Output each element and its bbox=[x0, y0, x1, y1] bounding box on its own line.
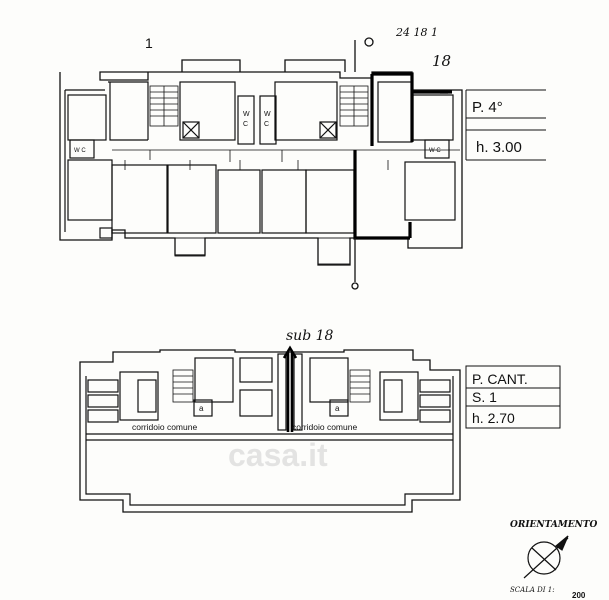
wc-label-2b: C bbox=[264, 121, 269, 128]
upper-stair-right bbox=[339, 85, 369, 127]
upper-floor-plan bbox=[59, 59, 463, 266]
cellar-label-left: a bbox=[199, 404, 204, 413]
north-arrow-icon bbox=[523, 535, 569, 579]
handwritten-lower-id: sub 18 bbox=[286, 328, 334, 344]
scale-value: 200 bbox=[572, 591, 586, 600]
orientation-title: ORIENTAMENTO bbox=[510, 520, 598, 530]
upper-floor-info-box bbox=[465, 89, 546, 161]
lower-height-label: h. 2.70 bbox=[472, 410, 515, 426]
cellar-label-right: a bbox=[335, 404, 340, 413]
wc-small-label-2: W C bbox=[429, 148, 441, 154]
lower-sub-label: S. 1 bbox=[472, 389, 497, 405]
lower-floor-plan bbox=[79, 349, 461, 513]
upper-door-marks bbox=[124, 150, 389, 170]
lower-floor-label: P. CANT. bbox=[472, 371, 528, 387]
scale-label: SCALA DI 1: bbox=[510, 586, 555, 594]
sheet-number: 1 bbox=[145, 35, 153, 51]
wc-small-label-1: W C bbox=[74, 148, 86, 154]
upper-height-label: h. 3.00 bbox=[476, 139, 522, 156]
wc-label-1a: W bbox=[243, 111, 250, 118]
highlighted-unit-outline bbox=[353, 72, 452, 240]
wc-label-1b: C bbox=[243, 121, 248, 128]
corridor-label-right: corridoio comune bbox=[292, 422, 357, 432]
section-line-upper bbox=[351, 37, 374, 290]
handwritten-upper-id: 18 bbox=[432, 52, 451, 70]
upper-floor-label: P. 4° bbox=[472, 99, 503, 116]
watermark: casa.it bbox=[228, 437, 328, 473]
corridor-label-left: corridoio comune bbox=[132, 422, 197, 432]
highlighted-cellar-outline bbox=[282, 345, 298, 432]
lower-floor-info-box bbox=[465, 365, 561, 429]
wc-label-2a: W bbox=[264, 111, 271, 118]
upper-stair-left bbox=[149, 85, 179, 127]
handwritten-top-note: 24 18 1 bbox=[395, 26, 438, 39]
